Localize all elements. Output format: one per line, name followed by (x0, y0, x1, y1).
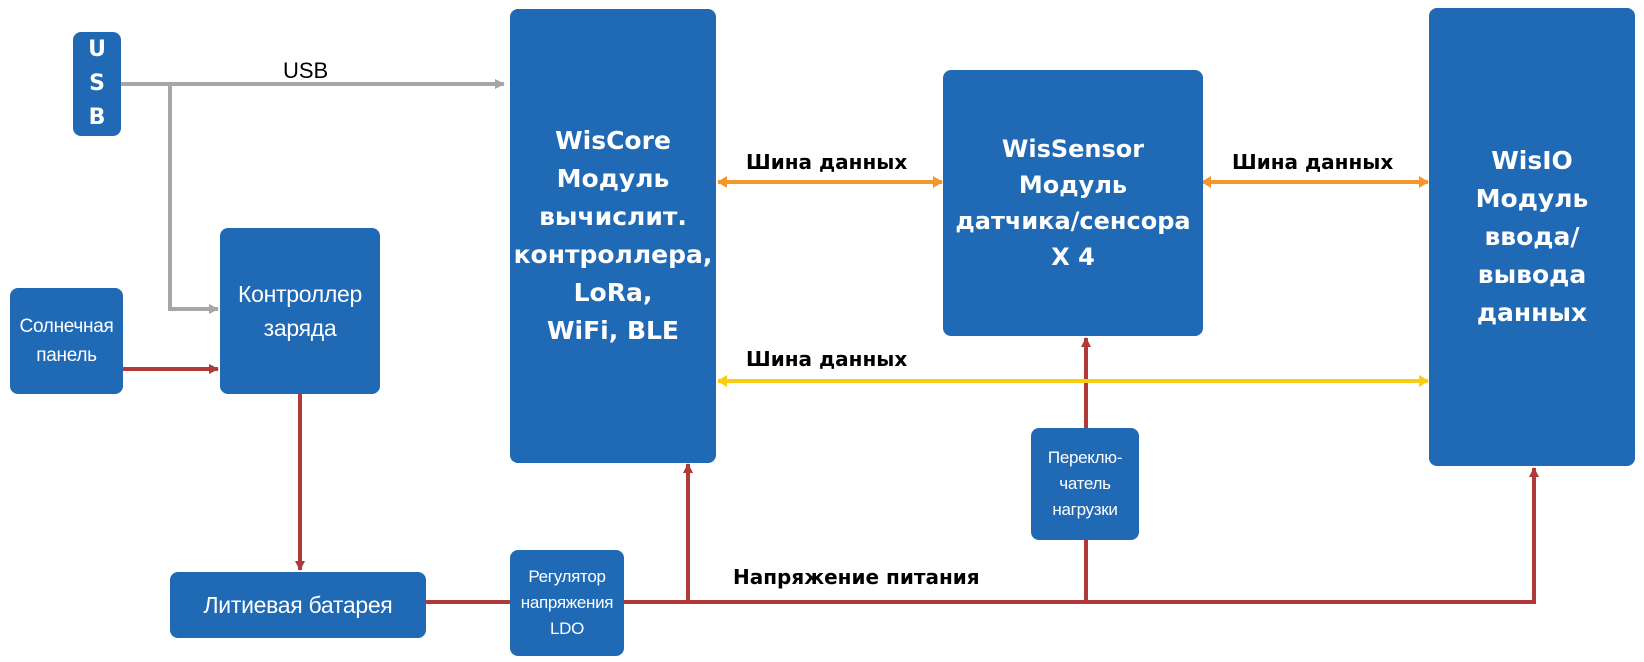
lithium-battery-label: Литиевая батарея (203, 591, 393, 618)
usb-to-charge-controller-line (168, 84, 219, 314)
charge-controller-label: Контроллер заряда (238, 281, 362, 341)
usb-line-label: USB (283, 58, 329, 83)
solar-panel-block: Солнечная панель (10, 288, 123, 394)
load-switch-label: Переклю- чатель нагрузки (1047, 448, 1123, 519)
wiscore-label: WisCore Модуль вычислит. контроллера, Lo… (513, 126, 713, 345)
wissensor-label: WisSensor Модуль датчика/сенсора X 4 (955, 135, 1191, 271)
usb-block: U S B (73, 32, 121, 136)
charge-controller-block: Контроллер заряда (220, 228, 380, 394)
bus-core-io-label: Шина данных (746, 347, 908, 371)
usb-block-label: U S B (88, 37, 106, 130)
power-supply-label: Напряжение питания (733, 565, 980, 589)
bus-core-sensor-label: Шина данных (746, 150, 908, 174)
lithium-battery-block: Литиевая батарея (170, 572, 426, 638)
wisio-label: WisIO Модуль ввода/ вывода данных (1475, 146, 1589, 327)
solar-panel-label: Солнечная панель (19, 316, 114, 366)
load-switch-block: Переклю- чатель нагрузки (1031, 428, 1139, 540)
ldo-to-wisio-line (624, 467, 1539, 604)
wisio-block: WisIO Модуль ввода/ вывода данных (1429, 8, 1635, 466)
ldo-regulator-block: Регулятор напряжения LDO (510, 550, 624, 656)
wissensor-block: WisSensor Модуль датчика/сенсора X 4 (943, 70, 1203, 336)
bus-sensor-io-label: Шина данных (1232, 150, 1394, 174)
ldo-regulator-label: Регулятор напряжения LDO (520, 567, 614, 638)
wiscore-block: WisCore Модуль вычислит. контроллера, Lo… (510, 9, 716, 463)
